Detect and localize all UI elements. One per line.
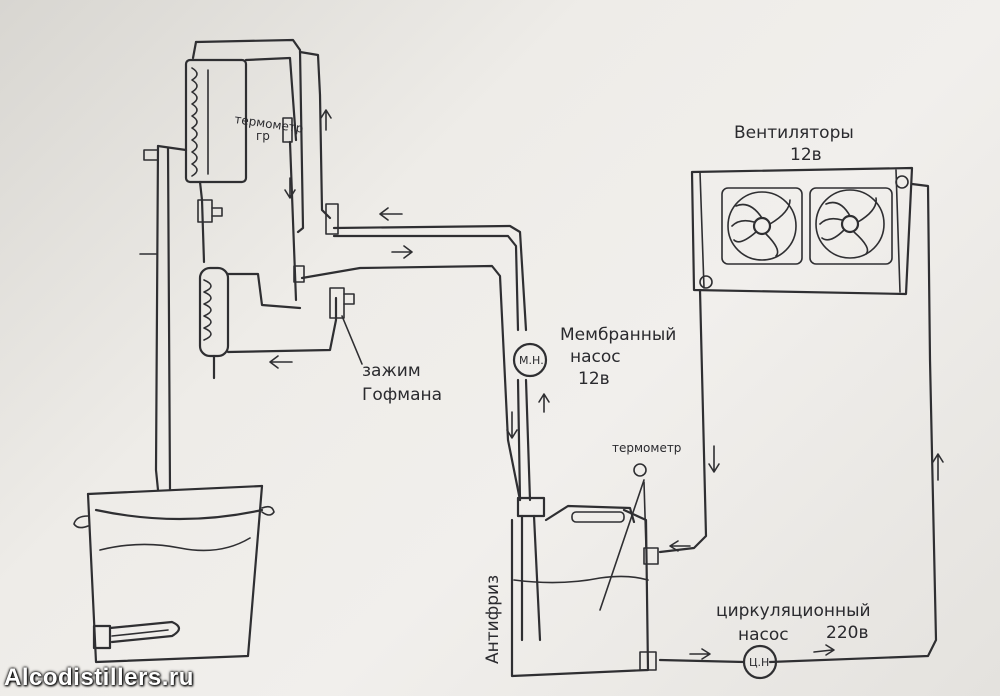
membrane-pump: М.Н. (512, 342, 548, 378)
arrow-down-radiator (708, 445, 720, 473)
antifreeze-label: Антифриз (483, 575, 503, 664)
clamp-label-1: зажим (362, 361, 421, 381)
arrow-down-to-canister (506, 411, 518, 439)
arrow-left-canister-in (669, 540, 691, 552)
arrow-up-radiator (932, 453, 944, 481)
membrane-pump-symbol: М.Н. (519, 354, 544, 367)
thermometer-top-unit: гр (256, 129, 270, 143)
membrane-pump-label-2: насос (570, 347, 621, 367)
column-tube-lower (197, 140, 305, 380)
coolant-lines (226, 203, 532, 502)
arrow-down-column (284, 177, 296, 199)
arrow-left-coolant (379, 207, 403, 221)
boiler-still (73, 484, 275, 664)
fans-label: Вентиляторы (734, 123, 854, 143)
vapour-pipe (139, 144, 188, 492)
circ-pump-label-1: циркуляционный (716, 601, 871, 621)
dephlegmator-coil-icon (191, 67, 209, 177)
membrane-pump-label-1: Мембранный (560, 325, 676, 345)
canister-thermometer: термометр (612, 441, 681, 477)
watermark: Alcodistillers.ru (4, 664, 194, 691)
distillation-column (184, 38, 332, 234)
fans-voltage: 12в (790, 145, 822, 165)
circ-pump-symbol: Ц.Н (749, 656, 769, 669)
clamp-leader-line (341, 315, 363, 365)
fan-right-icon (809, 187, 893, 265)
fan-left-icon (721, 187, 803, 265)
antifreeze-canister (510, 479, 659, 678)
arrow-up-column (320, 109, 332, 131)
radiator (690, 166, 914, 296)
circ-pump-label-2: насос (738, 625, 789, 645)
arrow-left-return (269, 355, 293, 369)
membrane-pump-voltage: 12в (578, 369, 610, 389)
radiator-loop (658, 182, 938, 664)
arrow-right-pump-in (689, 648, 711, 660)
arrow-up-from-canister (538, 393, 550, 413)
heating-element-icon (92, 620, 181, 650)
clamp-label-2: Гофмана (362, 385, 442, 405)
thermometer-canister-label: термометр (612, 441, 681, 455)
arrow-right-pump-out (813, 644, 835, 656)
circulation-pump: Ц.Н (742, 644, 778, 680)
circ-pump-voltage: 220в (826, 623, 868, 643)
arrow-right-coolant (391, 245, 413, 259)
